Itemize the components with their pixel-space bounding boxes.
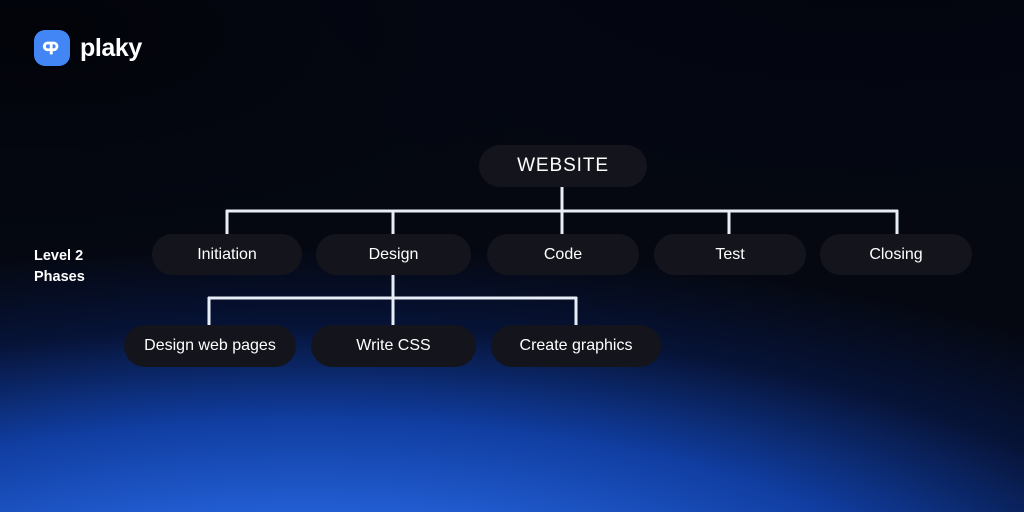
- node-initiation[interactable]: Initiation: [152, 234, 302, 275]
- node-code[interactable]: Code: [487, 234, 639, 275]
- node-test-label: Test: [715, 245, 745, 263]
- brand-logo[interactable]: plaky: [34, 30, 142, 66]
- node-initiation-label: Initiation: [197, 245, 257, 263]
- brand-name: plaky: [80, 33, 142, 62]
- node-design-label: Design: [368, 245, 419, 263]
- node-closing-label: Closing: [869, 245, 923, 263]
- node-write-css-label: Write CSS: [356, 337, 431, 354]
- node-design-web-pages[interactable]: Design web pages: [124, 325, 296, 367]
- node-write-css[interactable]: Write CSS: [311, 325, 476, 367]
- node-design-web-pages-label: Design web pages: [144, 337, 276, 354]
- node-create-graphics[interactable]: Create graphics: [491, 325, 661, 367]
- node-closing[interactable]: Closing: [820, 234, 972, 275]
- node-website-label: WEBSITE: [517, 155, 609, 176]
- node-create-graphics-label: Create graphics: [519, 337, 633, 354]
- level-2-phases-label: Level 2 Phases: [34, 248, 85, 286]
- node-test[interactable]: Test: [654, 234, 806, 275]
- plaky-logo-icon: [34, 30, 70, 66]
- node-website[interactable]: WEBSITE: [479, 145, 647, 187]
- node-design[interactable]: Design: [316, 234, 471, 275]
- node-code-label: Code: [543, 245, 583, 263]
